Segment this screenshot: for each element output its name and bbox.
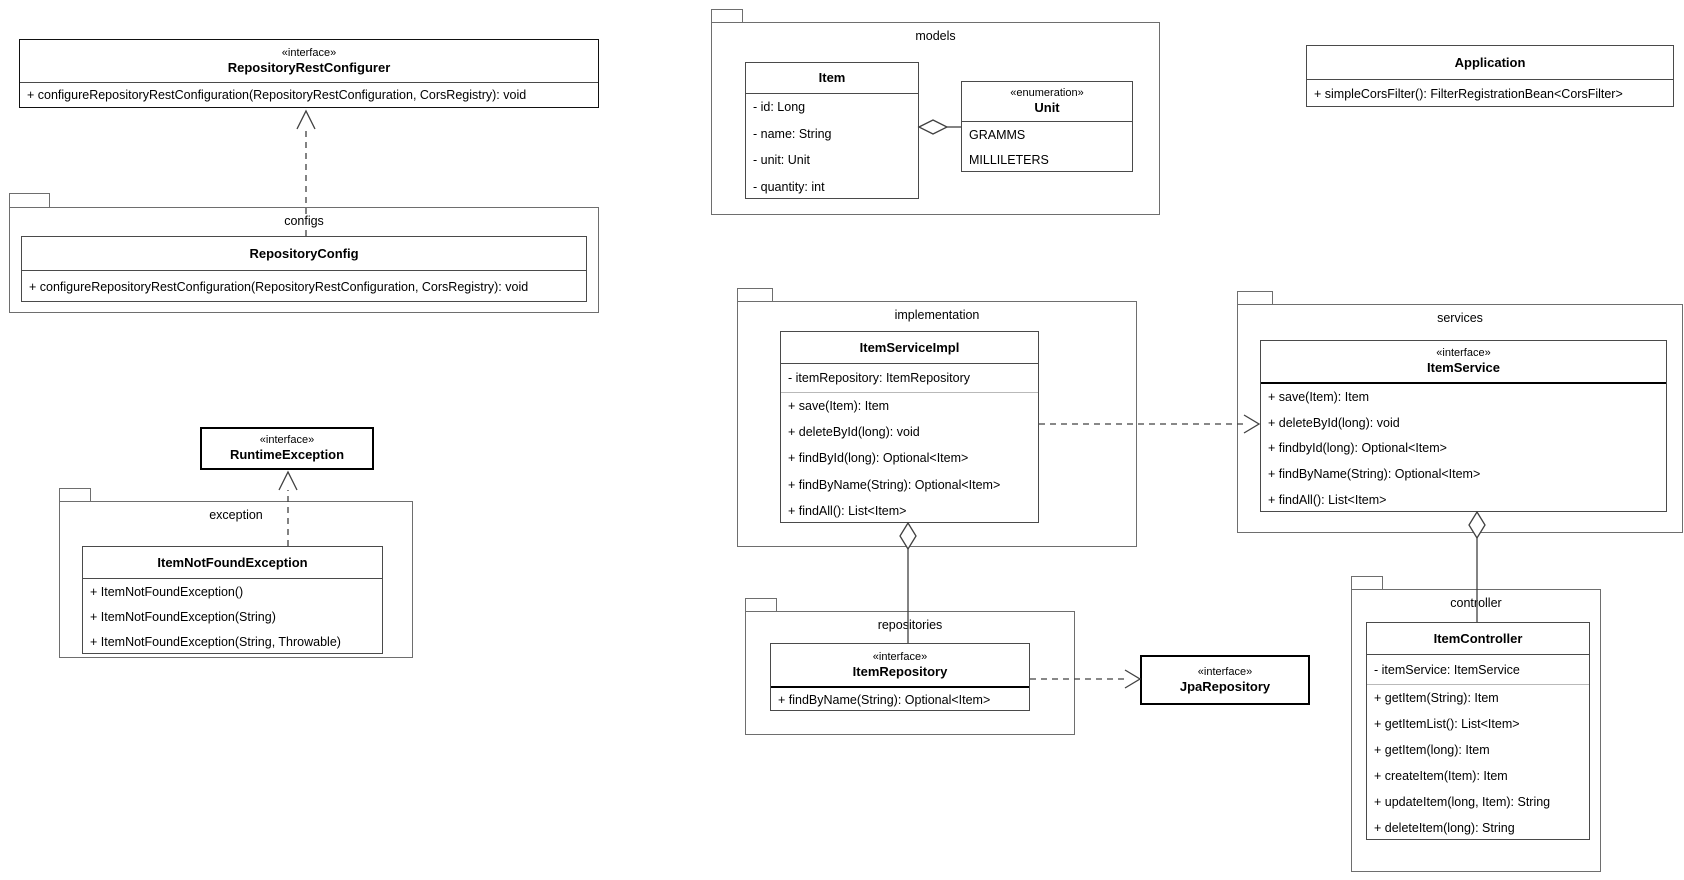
method-row: + findAll(): List<Item> xyxy=(788,503,907,518)
method-row: + deleteById(long): void xyxy=(788,425,920,440)
method-row: + simpleCorsFilter(): FilterRegistration… xyxy=(1314,86,1623,101)
package-tab-exception xyxy=(59,488,91,502)
class-name: ItemServiceImpl xyxy=(859,339,960,355)
methods-compartment: + configureRepositoryRestConfiguration(R… xyxy=(22,270,586,302)
methods-compartment: + getItem(String): Item + getItemList():… xyxy=(1367,684,1589,841)
class-header: Item xyxy=(746,63,918,93)
method-row: + getItem(String): Item xyxy=(1374,691,1499,705)
class-name: Item xyxy=(818,70,846,85)
methods-compartment: + simpleCorsFilter(): FilterRegistration… xyxy=(1307,79,1673,107)
class-header: ItemServiceImpl xyxy=(781,332,1038,363)
class-name: ItemController xyxy=(1433,630,1523,646)
method-row: + findbyId(long): Optional<Item> xyxy=(1268,441,1447,456)
method-row: + getItem(long): Item xyxy=(1374,743,1490,757)
class-repository-config: RepositoryConfig + configureRepositoryRe… xyxy=(21,236,587,302)
class-name: RepositoryConfig xyxy=(249,245,359,261)
method-row: + configureRepositoryRestConfiguration(R… xyxy=(27,88,527,102)
method-row: + save(Item): Item xyxy=(1268,389,1370,404)
package-title-models: models xyxy=(915,29,956,43)
class-header: «enumeration» Unit xyxy=(962,82,1132,121)
attributes-compartment: - itemService: ItemService xyxy=(1367,654,1589,684)
class-name: RuntimeException xyxy=(229,447,345,462)
class-name: Application xyxy=(1454,54,1526,70)
class-jpa-repository: «interface» JpaRepository xyxy=(1140,655,1310,705)
method-row: + ItemNotFoundException(String) xyxy=(90,609,276,624)
stereotype-label: «interface» xyxy=(259,434,315,446)
class-name: JpaRepository xyxy=(1179,678,1271,694)
package-title-controller: controller xyxy=(1450,596,1502,610)
attribute-row: - quantity: int xyxy=(753,179,825,194)
class-header: «interface» RepositoryRestConfigurer xyxy=(20,40,598,82)
class-name: ItemNotFoundException xyxy=(157,554,308,570)
class-item: Item - id: Long - name: String - unit: U… xyxy=(745,62,919,199)
class-runtime-exception: «interface» RuntimeException xyxy=(200,427,374,470)
attribute-row: - name: String xyxy=(753,126,832,141)
method-row: + findByName(String): Optional<Item> xyxy=(788,477,1001,492)
class-item-not-found-exception: ItemNotFoundException + ItemNotFoundExce… xyxy=(82,546,383,654)
class-unit-enumeration: «enumeration» Unit GRAMMS MILLILETERS xyxy=(961,81,1133,172)
class-name: ItemService xyxy=(1427,360,1500,375)
class-name: RepositoryRestConfigurer xyxy=(227,59,391,75)
method-row: + getItemList(): List<Item> xyxy=(1374,717,1520,731)
package-title-repositories: repositories xyxy=(877,618,943,632)
class-header: «interface» ItemRepository xyxy=(771,644,1029,686)
class-header: «interface» ItemService xyxy=(1261,341,1666,382)
methods-compartment: + save(Item): Item + deleteById(long): v… xyxy=(1261,382,1666,513)
attribute-row: - unit: Unit xyxy=(753,153,810,168)
package-title-configs: configs xyxy=(284,214,324,228)
method-row: + configureRepositoryRestConfiguration(R… xyxy=(29,279,529,294)
class-item-service: «interface» ItemService + save(Item): It… xyxy=(1260,340,1667,512)
stereotype-label: «interface» xyxy=(281,46,337,59)
class-header: Application xyxy=(1307,46,1673,79)
package-tab-implementation xyxy=(737,288,773,302)
methods-compartment: + save(Item): Item + deleteById(long): v… xyxy=(781,392,1038,524)
attribute-row: - itemService: ItemService xyxy=(1374,662,1520,677)
class-application: Application + simpleCorsFilter(): Filter… xyxy=(1306,45,1674,107)
attributes-compartment: - id: Long - name: String - unit: Unit -… xyxy=(746,93,918,200)
package-tab-configs xyxy=(9,193,50,208)
class-item-controller: ItemController - itemService: ItemServic… xyxy=(1366,622,1590,840)
class-item-service-impl: ItemServiceImpl - itemRepository: ItemRe… xyxy=(780,331,1039,523)
enum-value-row: MILLILETERS xyxy=(969,153,1049,168)
class-header: «interface» RuntimeException xyxy=(202,429,372,468)
class-repository-rest-configurer: «interface» RepositoryRestConfigurer + c… xyxy=(19,39,599,108)
attribute-row: - id: Long xyxy=(753,100,806,115)
method-row: + updateItem(long, Item): String xyxy=(1374,795,1551,809)
package-title-services: services xyxy=(1437,311,1483,325)
package-tab-models xyxy=(711,9,743,23)
attribute-row: - itemRepository: ItemRepository xyxy=(788,371,971,385)
method-row: + findById(long): Optional<Item> xyxy=(788,451,969,466)
method-row: + save(Item): Item xyxy=(788,399,890,414)
package-tab-services xyxy=(1237,291,1273,305)
method-row: + findAll(): List<Item> xyxy=(1268,493,1387,508)
package-tab-controller xyxy=(1351,576,1383,590)
methods-compartment: + configureRepositoryRestConfiguration(R… xyxy=(20,82,598,107)
stereotype-label: «interface» xyxy=(1436,347,1491,359)
stereotype-label: «enumeration» xyxy=(1010,87,1084,99)
class-name: ItemRepository xyxy=(852,663,948,679)
package-title-exception: exception xyxy=(209,508,263,522)
method-row: + ItemNotFoundException() xyxy=(90,584,244,599)
package-tab-repositories xyxy=(745,598,777,612)
method-row: + findByName(String): Optional<Item> xyxy=(778,693,991,707)
method-row: + createItem(Item): Item xyxy=(1374,769,1508,783)
methods-compartment: + ItemNotFoundException() + ItemNotFound… xyxy=(83,578,382,655)
package-title-implementation: implementation xyxy=(894,308,980,322)
stereotype-label: «interface» xyxy=(872,650,928,663)
attributes-compartment: - itemRepository: ItemRepository xyxy=(781,363,1038,392)
class-name: Unit xyxy=(1034,100,1060,115)
class-header: ItemNotFoundException xyxy=(83,547,382,578)
method-row: + findByName(String): Optional<Item> xyxy=(1268,467,1481,482)
class-header: ItemController xyxy=(1367,623,1589,654)
class-header: «interface» JpaRepository xyxy=(1142,657,1308,703)
enum-value-row: GRAMMS xyxy=(969,127,1026,142)
method-row: + ItemNotFoundException(String, Throwabl… xyxy=(90,635,341,650)
method-row: + deleteById(long): void xyxy=(1268,415,1400,430)
methods-compartment: + findByName(String): Optional<Item> xyxy=(771,686,1029,712)
class-item-repository: «interface» ItemRepository + findByName(… xyxy=(770,643,1030,711)
class-header: RepositoryConfig xyxy=(22,237,586,270)
enum-values-compartment: GRAMMS MILLILETERS xyxy=(962,121,1132,173)
stereotype-label: «interface» xyxy=(1197,665,1253,678)
method-row: + deleteItem(long): String xyxy=(1374,821,1515,835)
